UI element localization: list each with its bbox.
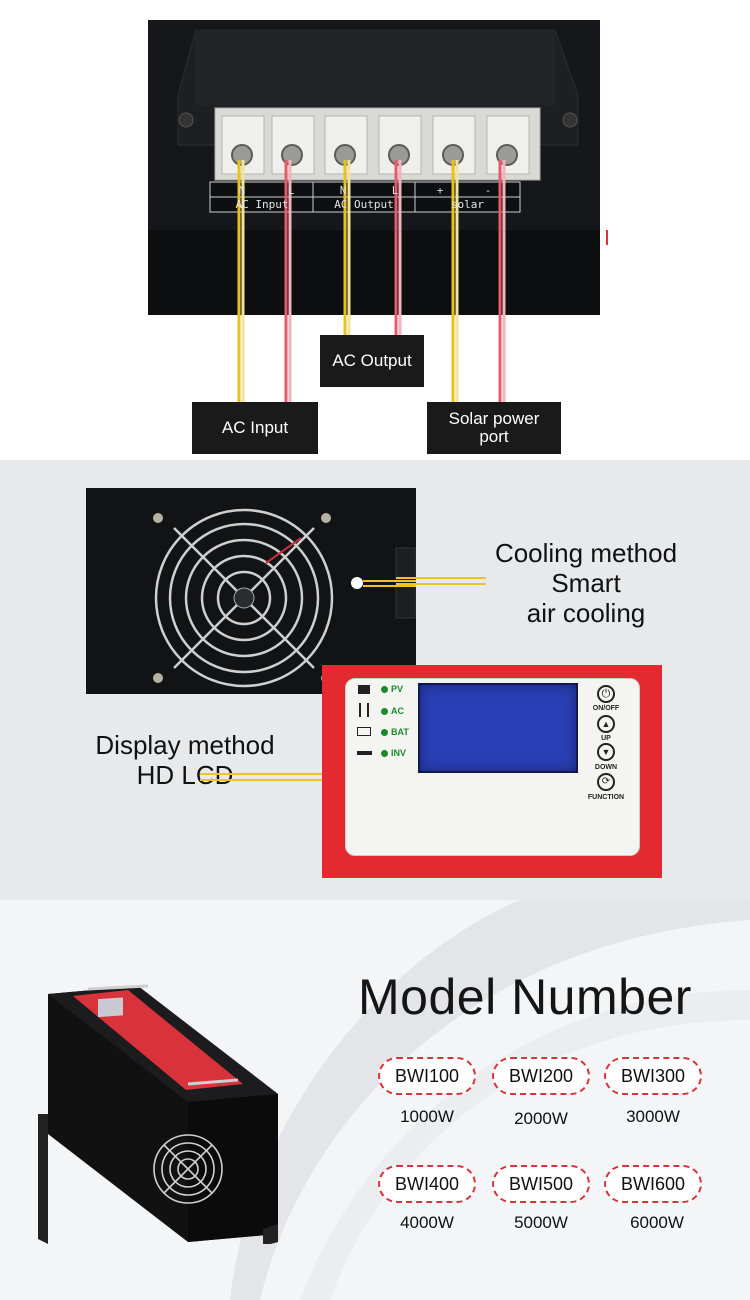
cooling-line3: air cooling — [526, 598, 646, 628]
model-pill-bwi400: BWI400 — [378, 1165, 476, 1203]
terminal-mark-ac-in-n: N — [238, 184, 246, 197]
lcd-screen — [418, 683, 578, 773]
terminal-mark-ac-out-l: L — [391, 184, 399, 197]
model-power-6000w: 6000W — [630, 1213, 684, 1232]
led-label-bat: BAT — [391, 727, 409, 737]
terminal-mark-solar-plus: + — [436, 184, 444, 197]
battery-icon — [357, 727, 371, 736]
callout-solar-line2: port — [479, 427, 509, 446]
model-number-title: Model Number — [358, 969, 692, 1025]
function-button[interactable]: ⟳ — [597, 773, 615, 791]
terminal-mark-solar-minus: - — [484, 184, 492, 197]
model-pill-bwi600: BWI600 — [604, 1165, 702, 1203]
cooling-line1: Cooling method — [494, 538, 678, 568]
led-label-ac: AC — [391, 706, 404, 716]
model-power-4000w: 4000W — [400, 1213, 454, 1232]
model-pill-bwi100: BWI100 — [378, 1057, 476, 1095]
model-pill-bwi500: BWI500 — [492, 1165, 590, 1203]
model-power-1000w: 1000W — [400, 1107, 454, 1126]
inverter-wave-icon — [357, 751, 372, 755]
cooling-leader-line — [396, 577, 486, 585]
display-method-text: Display method HD LCD — [74, 730, 296, 790]
terminal-mark-ac-in-l: L — [287, 184, 295, 197]
terminal-mark-ac-out-n: N — [339, 184, 347, 197]
model-pill-bwi300: BWI300 — [604, 1057, 702, 1095]
callout-ac-input: AC Input — [192, 402, 318, 454]
button-label-down: DOWN — [594, 764, 618, 771]
background-swirl — [230, 900, 750, 1300]
inverter-product-photo — [38, 984, 278, 1244]
strip-label-solar: solar — [450, 198, 485, 211]
control-panel: PV AC BAT INV ⏻ ON/OFF ▲ UP ▼ DOWN ⟳ FUN… — [345, 678, 640, 856]
bat-led — [381, 729, 388, 736]
cooling-line2: Smart — [551, 568, 621, 598]
model-power-2000w: 2000W — [514, 1109, 568, 1128]
inv-led — [381, 750, 388, 757]
power-button[interactable]: ⏻ — [597, 685, 615, 703]
strip-label-ac-output: AC Output — [334, 198, 394, 211]
ac-tower-icon — [359, 703, 369, 717]
models-section: Model Number BWI100 1000W BWI200 2000W B… — [0, 900, 750, 1300]
callout-solar-line1: Solar power — [448, 409, 540, 428]
model-pill-bwi200: BWI200 — [492, 1057, 590, 1095]
pv-led — [381, 686, 388, 693]
up-button[interactable]: ▲ — [597, 715, 615, 733]
features-section: Cooling method Smart air cooling Display… — [0, 460, 750, 900]
down-button[interactable]: ▼ — [597, 743, 615, 761]
terminal-block-photo — [148, 20, 608, 402]
display-line1: Display method — [95, 730, 275, 760]
model-power-3000w: 3000W — [626, 1107, 680, 1126]
led-label-pv: PV — [391, 684, 404, 694]
strip-label-ac-input: AC Input — [235, 198, 289, 211]
cooling-fan-photo — [86, 488, 416, 694]
pv-icon — [358, 685, 370, 694]
button-label-onoff: ON/OFF — [592, 705, 620, 712]
callout-solar-power-port: Solar power port — [427, 402, 561, 454]
model-power-5000w: 5000W — [514, 1213, 568, 1232]
ac-led — [381, 708, 388, 715]
led-label-inv: INV — [391, 748, 407, 758]
button-label-function: FUNCTION — [587, 794, 625, 801]
cooling-method-text: Cooling method Smart air cooling — [476, 538, 696, 628]
callout-ac-output: AC Output — [320, 335, 424, 387]
terminals-section: N L N L + - AC Input AC Output solar AC … — [0, 0, 750, 460]
button-label-up: UP — [601, 735, 611, 742]
